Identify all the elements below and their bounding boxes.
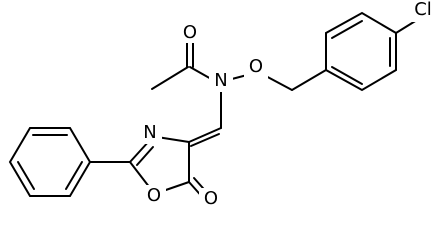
- bond-methine-ring-carbon-b: [190, 133, 220, 147]
- bond-methyl-carbonyl: [151, 66, 189, 90]
- bond-n3-c2-b: [136, 146, 154, 166]
- chlorine-mask: [407, 0, 437, 22]
- chlorophenyl-inner-bond-3: [331, 66, 363, 85]
- phenyl-inner-bond-3: [65, 161, 83, 190]
- bond-aryl-chlorine: [395, 19, 418, 34]
- chlorophenyl-inner-bond-1: [331, 20, 363, 39]
- lactone-oxygen-mask: [199, 188, 223, 210]
- chemical-structure-diagram: O N O Cl N O O: [8, 0, 437, 210]
- bond-ch2-aryl: [291, 69, 327, 91]
- ether-oxygen-mask: [244, 57, 268, 79]
- amide-nitrogen-mask: [209, 70, 233, 92]
- carbonyl-oxygen-label: O: [183, 22, 197, 43]
- lactone-oxygen-label: O: [204, 188, 218, 209]
- ring-nitrogen-mask: [138, 122, 162, 144]
- chlorophenyl-ring: [325, 11, 397, 92]
- ring-oxygen-mask: [142, 185, 166, 207]
- chlorine-label: Cl: [414, 0, 432, 20]
- ether-oxygen-label: O: [249, 56, 263, 77]
- bond-c4-n3: [156, 136, 190, 143]
- carbonyl-oxygen-mask: [178, 21, 202, 43]
- bond-methine-ring-carbon-a: [188, 127, 222, 143]
- phenyl-inner-bond-2: [17, 161, 35, 190]
- phenyl-ring: [8, 127, 92, 197]
- ring-nitrogen-label: N: [143, 122, 156, 143]
- bond-c2-o1: [129, 161, 151, 189]
- ring-oxygen-label: O: [147, 185, 161, 206]
- amide-nitrogen-label: N: [214, 70, 227, 91]
